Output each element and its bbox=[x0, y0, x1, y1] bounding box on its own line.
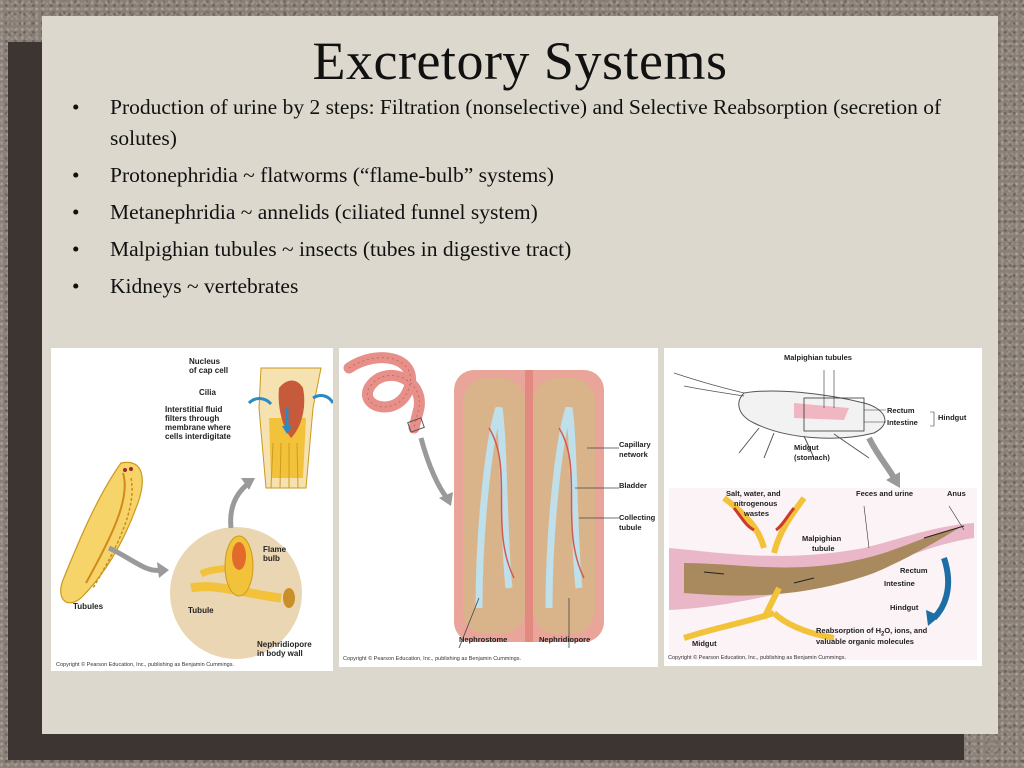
label-organic-molecules: valuable organic molecules bbox=[816, 637, 914, 646]
label-nitrogenous: nitrogenous bbox=[734, 499, 778, 508]
label-stomach: (stomach) bbox=[794, 453, 830, 462]
label-bulb: bulb bbox=[263, 554, 280, 563]
label-tubule: Tubule bbox=[188, 606, 214, 615]
bullet-text: Kidneys ~ vertebrates bbox=[110, 274, 299, 298]
label-hindgut: Hindgut bbox=[938, 413, 967, 422]
label-interstitial-4: cells interdigitate bbox=[165, 432, 231, 441]
insect-malpighian-figure: Malpighian tubules Rectum Intestine Hind… bbox=[664, 348, 982, 666]
label-feces-urine: Feces and urine bbox=[856, 489, 914, 498]
flatworm-illustration bbox=[60, 367, 333, 659]
label-rectum: Rectum bbox=[887, 406, 915, 415]
label-reabsorption: Reabsorption of H2O, ions, and bbox=[816, 626, 928, 638]
label-body-wall: in body wall bbox=[257, 649, 303, 658]
label-interstitial-3: membrane where bbox=[165, 423, 231, 432]
label-intestine: Intestine bbox=[887, 418, 918, 427]
label-tubule-2: tubule bbox=[619, 523, 642, 532]
bullet-item: •Protonephridia ~ flatworms (“flame-bulb… bbox=[72, 163, 554, 187]
grasshopper-illustration bbox=[669, 370, 977, 660]
label-wastes: wastes bbox=[744, 509, 770, 518]
label-interstitial-2: filters through bbox=[165, 414, 220, 423]
label-capillary: Capillary bbox=[619, 440, 651, 449]
label-midgut: Midgut bbox=[794, 443, 819, 452]
label-bladder: Bladder bbox=[619, 481, 647, 490]
earthworm-illustration bbox=[343, 352, 619, 649]
flatworm-protonephridia-figure: Nucleus of cap cell Cilia Interstitial f… bbox=[51, 348, 333, 671]
copyright-text: Copyright © Pearson Education, Inc., pub… bbox=[56, 662, 235, 668]
label-cilia: Cilia bbox=[199, 388, 216, 397]
slide: Excretory Systems •Production of urine b… bbox=[42, 16, 998, 734]
label-midgut-2: Midgut bbox=[692, 639, 717, 648]
label-cap-cell: of cap cell bbox=[189, 366, 229, 375]
label-tubules: Tubules bbox=[73, 602, 104, 611]
bullet-text: Malpighian tubules ~ insects (tubes in d… bbox=[110, 237, 572, 261]
bullet-item: •Kidneys ~ vertebrates bbox=[72, 274, 299, 298]
bullet-item: •Malpighian tubules ~ insects (tubes in … bbox=[72, 237, 572, 261]
label-intestine-2: Intestine bbox=[884, 579, 915, 588]
bullet-item: •Production of urine by 2 steps: Filtrat… bbox=[72, 95, 942, 150]
bullet-list: •Production of urine by 2 steps: Filtrat… bbox=[72, 92, 952, 308]
label-anus: Anus bbox=[947, 489, 966, 498]
label-rectum-2: Rectum bbox=[900, 566, 928, 575]
label-interstitial-1: Interstitial fluid bbox=[165, 405, 223, 414]
label-nucleus: Nucleus bbox=[189, 357, 221, 366]
bullet-text: Metanephridia ~ annelids (ciliated funne… bbox=[110, 200, 538, 224]
label-network: network bbox=[619, 450, 648, 459]
label-nephridiopore: Nephridiopore bbox=[257, 640, 312, 649]
label-flame: Flame bbox=[263, 545, 287, 554]
label-nephrostome: Nephrostome bbox=[459, 635, 508, 644]
bullet-item: •Metanephridia ~ annelids (ciliated funn… bbox=[72, 200, 538, 224]
label-hindgut-2: Hindgut bbox=[890, 603, 919, 612]
bullet-text: Production of urine by 2 steps: Filtrati… bbox=[110, 95, 942, 150]
copyright-text: Copyright © Pearson Education, Inc., pub… bbox=[668, 655, 847, 661]
slide-title: Excretory Systems bbox=[312, 31, 728, 91]
label-malpighian-tubule: tubule bbox=[812, 544, 835, 553]
label-collecting: Collecting bbox=[619, 513, 656, 522]
label-nephridiopore-2: Nephridiopore bbox=[539, 635, 591, 644]
annelid-metanephridia-figure: Capillary network Bladder Collecting tub… bbox=[339, 348, 658, 667]
label-malpighian-tubules: Malpighian tubules bbox=[784, 353, 852, 362]
label-malpighian: Malpighian bbox=[802, 534, 842, 543]
bullet-text: Protonephridia ~ flatworms (“flame-bulb”… bbox=[110, 163, 554, 187]
copyright-text: Copyright © Pearson Education, Inc., pub… bbox=[343, 656, 522, 662]
label-salt-water: Salt, water, and bbox=[726, 489, 781, 498]
